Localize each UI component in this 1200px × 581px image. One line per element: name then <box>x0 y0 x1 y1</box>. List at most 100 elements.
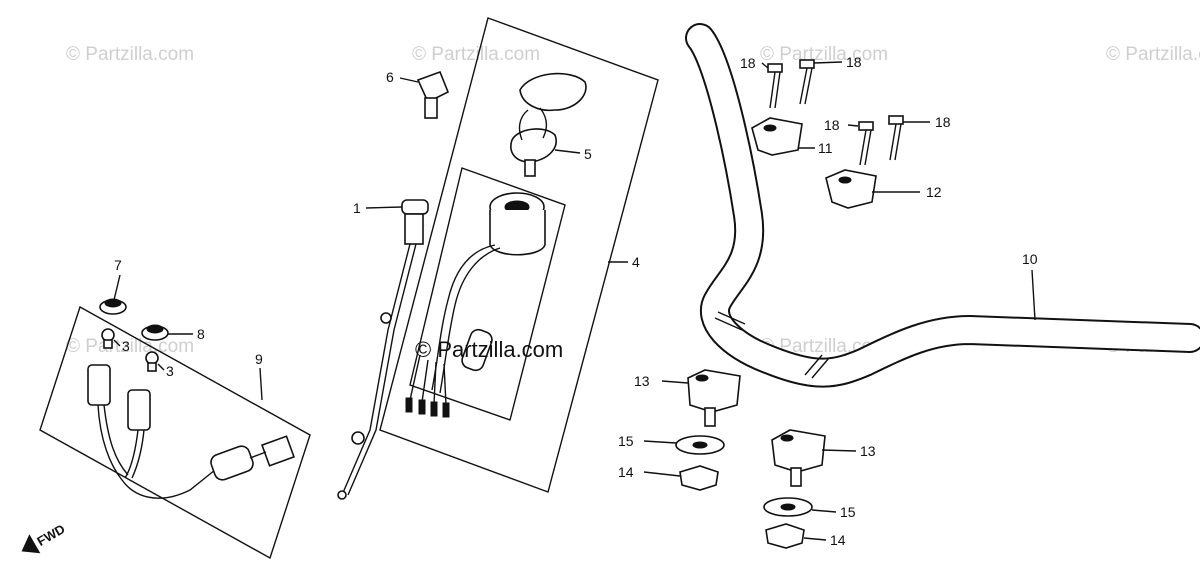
socket-left <box>87 364 111 406</box>
leader-lines <box>113 61 1036 541</box>
leader-13b <box>821 449 857 452</box>
watermark-layer: © Partzilla.com © Partzilla.com © Partzi… <box>66 44 1200 357</box>
key-5-head <box>519 72 587 112</box>
callout-14a: 14 <box>618 464 634 480</box>
harness-wire <box>131 429 145 479</box>
callout-9: 9 <box>255 351 263 367</box>
bolt-18-shank <box>864 129 872 166</box>
bulb-3a-base <box>103 339 113 349</box>
watermark: © Partzilla.com <box>412 44 540 65</box>
bolt-18-head <box>767 63 783 73</box>
watermark: © Partzilla.com <box>66 336 194 357</box>
harness-wire <box>103 404 129 476</box>
watermark: © Partzilla.com <box>760 44 888 65</box>
group-box-ignition <box>409 167 566 421</box>
holder-13-right <box>771 429 826 473</box>
ignition-switch-assembly <box>379 17 659 493</box>
holder-13-left-hole <box>695 374 709 382</box>
callout-6: 6 <box>386 69 394 85</box>
holder-13-left <box>687 369 741 413</box>
forward-label: FWD <box>34 521 67 549</box>
cable-1-cap <box>401 199 429 215</box>
harness-wire <box>97 404 216 499</box>
group-box-9 <box>39 305 311 560</box>
leader-18c <box>847 124 859 127</box>
leader-14a <box>643 471 681 477</box>
leader-7 <box>113 274 121 301</box>
nut-14-left <box>679 465 719 491</box>
key-6-head <box>416 70 450 104</box>
callout-labels: 1 3 3 4 5 6 7 8 9 10 11 12 13 13 14 14 1… <box>114 54 1038 548</box>
key-5-blade <box>524 159 536 177</box>
leader-5 <box>554 149 581 154</box>
watermark: © Partzilla.com <box>66 44 194 65</box>
holder-12-hole <box>838 176 852 184</box>
holder-12 <box>825 169 877 209</box>
bolt-18-shank <box>769 71 776 109</box>
holder-13-right-hole <box>780 434 794 442</box>
holder-11-hole <box>763 124 777 132</box>
upper-holder-assembly <box>751 59 904 209</box>
handlebar-knurl <box>811 357 830 379</box>
bolt-18-head <box>799 59 815 69</box>
holder-13-right-stud <box>790 467 802 487</box>
key-6-blade <box>424 97 438 119</box>
leader-10 <box>1031 269 1036 321</box>
key-5-ring <box>518 109 529 141</box>
harness-wire <box>124 429 139 479</box>
callout-1: 1 <box>353 200 361 216</box>
holder-13-left-stud <box>704 407 716 427</box>
holder-11 <box>751 117 803 156</box>
leader-13a <box>661 380 689 384</box>
bolt-18-head <box>858 121 874 131</box>
cable-1-ferrule <box>351 431 365 445</box>
leader-3a <box>113 339 121 347</box>
callout-18b: 18 <box>846 54 862 70</box>
leader-14b <box>803 537 827 541</box>
nut-14-right <box>765 523 805 549</box>
callout-4: 4 <box>632 254 640 270</box>
handlebar-assembly <box>685 23 1200 388</box>
terminal <box>418 399 426 415</box>
key-5-ring <box>539 107 548 139</box>
handlebar-10 <box>687 25 1200 386</box>
switch-wire <box>409 354 421 401</box>
cable-1-line <box>347 243 417 496</box>
bolt-18-shank <box>894 123 902 161</box>
bolt-18-shank <box>799 67 808 105</box>
harness-connector <box>260 435 296 467</box>
washer-15-right-hole <box>780 503 796 511</box>
leader-1 <box>365 206 403 209</box>
callout-15a: 15 <box>618 433 634 449</box>
callout-18a: 18 <box>740 55 756 71</box>
socket-harness-assembly <box>39 298 311 560</box>
leader-18a <box>761 62 769 69</box>
bolt-18-head <box>888 115 904 125</box>
switch-wire <box>421 359 429 403</box>
grommet-8-top <box>146 324 164 334</box>
cable-assembly <box>337 199 429 500</box>
callout-5: 5 <box>584 146 592 162</box>
washer-15-left-hole <box>692 441 708 449</box>
forward-arrow-icon <box>21 534 41 554</box>
socket-right <box>127 389 151 431</box>
bulb-3b-base <box>147 362 157 372</box>
switch-wire <box>439 247 501 394</box>
bolt-18-shank <box>774 71 781 109</box>
bolt-18-shank <box>889 123 897 161</box>
leader-15a <box>643 440 677 444</box>
handlebar-knurl <box>804 354 823 376</box>
bolt-18-shank <box>859 129 867 166</box>
lower-holder-assembly <box>675 369 826 549</box>
center-watermark: © Partzilla.com <box>415 337 563 362</box>
cable-1-end <box>337 490 347 500</box>
callout-7: 7 <box>114 257 122 273</box>
terminal <box>430 401 438 417</box>
handlebar-knurl <box>717 311 746 325</box>
callout-14b: 14 <box>830 532 846 548</box>
cable-1-housing <box>404 213 424 245</box>
callout-15b: 15 <box>840 504 856 520</box>
forward-direction-indicator: FWD <box>21 521 68 554</box>
leader-15b <box>811 509 837 513</box>
callout-13a: 13 <box>634 373 650 389</box>
